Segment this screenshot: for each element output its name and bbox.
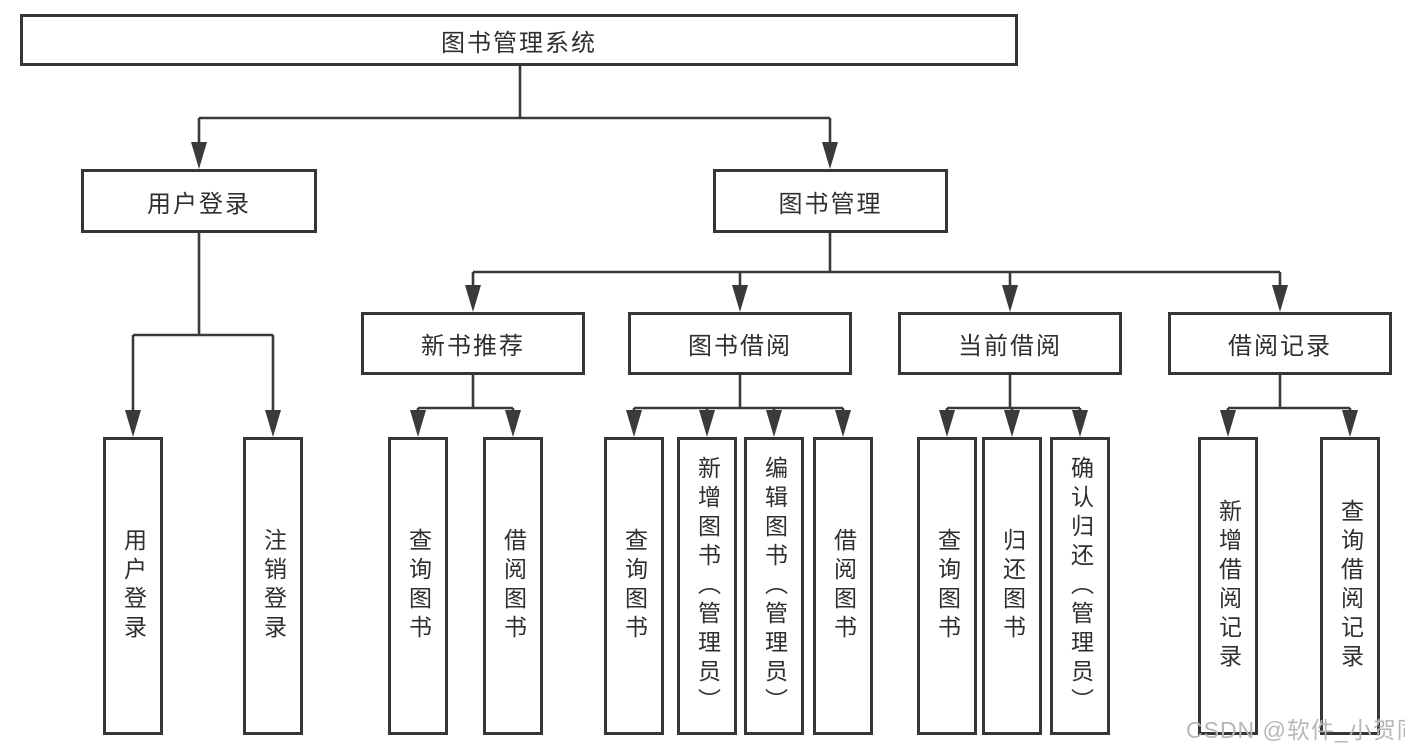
node-label: 图书管理 bbox=[778, 190, 883, 218]
node-user-login: 用户登录 bbox=[81, 169, 317, 233]
node-label: 当前借阅 bbox=[958, 333, 1062, 360]
node-current-borrow: 当前借阅 bbox=[898, 312, 1122, 375]
leaf-query-books-borrow: 查询图书 bbox=[604, 437, 664, 735]
node-book-borrow: 图书借阅 bbox=[628, 312, 852, 375]
leaf-query-borrow-record: 查询借阅记录 bbox=[1320, 437, 1380, 735]
node-label: 借阅记录 bbox=[1228, 333, 1332, 360]
leaf-edit-books-admin: 编辑图书（管理员） bbox=[744, 437, 804, 735]
leaf-label: 编辑图书（管理员） bbox=[761, 455, 788, 717]
node-label: 图书管理系统 bbox=[441, 29, 597, 57]
node-book-management: 图书管理 bbox=[713, 169, 948, 233]
leaf-logout-login: 注销登录 bbox=[243, 437, 303, 735]
node-new-book-recommend: 新书推荐 bbox=[361, 312, 585, 375]
leaf-label: 确认归还（管理员） bbox=[1067, 455, 1094, 717]
leaf-confirm-return-admin: 确认归还（管理员） bbox=[1050, 437, 1110, 735]
leaf-label: 注销登录 bbox=[260, 528, 287, 644]
node-label: 新书推荐 bbox=[421, 333, 525, 360]
node-label: 用户登录 bbox=[147, 190, 251, 218]
leaf-return-books: 归还图书 bbox=[982, 437, 1042, 735]
leaf-label: 查询图书 bbox=[934, 528, 961, 644]
leaf-label: 新增借阅记录 bbox=[1215, 499, 1242, 673]
leaf-label: 查询借阅记录 bbox=[1337, 499, 1364, 673]
node-borrow-records: 借阅记录 bbox=[1168, 312, 1392, 375]
leaf-label: 查询图书 bbox=[621, 528, 648, 644]
leaf-add-books-admin: 新增图书（管理员） bbox=[677, 437, 737, 735]
csdn-watermark: CSDN @软件_小贺同学 bbox=[1186, 717, 1405, 743]
node-label: 图书借阅 bbox=[688, 333, 792, 360]
node-library-management-system: 图书管理系统 bbox=[20, 14, 1018, 66]
leaf-add-borrow-record: 新增借阅记录 bbox=[1198, 437, 1258, 735]
leaf-label: 借阅图书 bbox=[500, 528, 527, 644]
leaf-label: 归还图书 bbox=[999, 528, 1026, 644]
leaf-label: 查询图书 bbox=[405, 528, 432, 644]
leaf-query-books-recommend: 查询图书 bbox=[388, 437, 448, 735]
leaf-label: 新增图书（管理员） bbox=[694, 455, 721, 717]
leaf-borrow-books: 借阅图书 bbox=[813, 437, 873, 735]
leaf-user-login: 用户登录 bbox=[103, 437, 163, 735]
leaf-label: 借阅图书 bbox=[830, 528, 857, 644]
leaf-query-books-current: 查询图书 bbox=[917, 437, 977, 735]
leaf-borrow-books-recommend: 借阅图书 bbox=[483, 437, 543, 735]
leaf-label: 用户登录 bbox=[120, 528, 147, 644]
